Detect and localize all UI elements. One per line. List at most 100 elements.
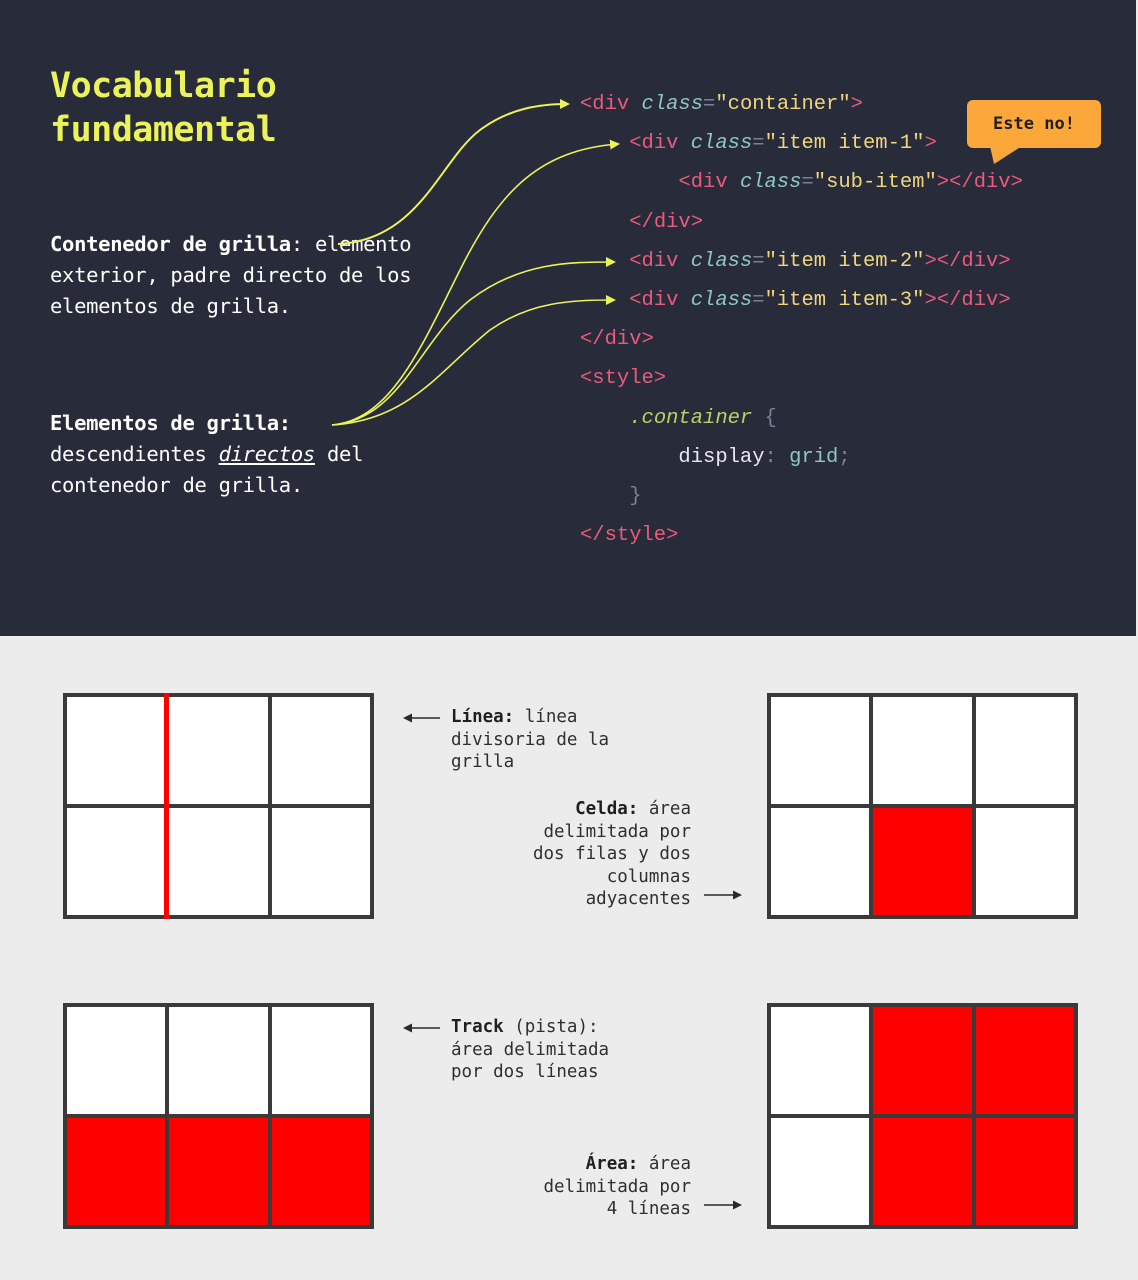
highlighted-area-cell [873, 1118, 972, 1225]
label-area-line2: delimitada por [543, 1176, 691, 1197]
label-track-paren: (pista): [503, 1017, 599, 1037]
label-celda-line2: delimitada por [543, 821, 691, 842]
code-token: "sub-item" [813, 171, 937, 195]
title-line-1: Vocabulario [50, 66, 277, 106]
code-line: </div> [580, 203, 1023, 242]
code-token: "item item-2" [764, 249, 925, 273]
arrow-left-icon [403, 713, 440, 723]
term-linea: Línea: [451, 707, 515, 727]
arrow-right-icon [704, 1200, 742, 1210]
label-area-rest: área [638, 1154, 691, 1174]
label-track-line2: área delimitada [451, 1039, 610, 1060]
code-line: .container { [580, 399, 1023, 438]
grid-cell [771, 1118, 870, 1225]
code-token: </style> [580, 524, 679, 548]
term-track: Track [451, 1017, 504, 1037]
label-celda-line3: dos filas y dos [532, 844, 691, 864]
definition-container-text: elemento exterior, padre directo de los … [50, 232, 412, 318]
code-token: class [739, 171, 802, 195]
code-token: </div> [580, 328, 654, 352]
code-token: class [690, 288, 753, 312]
code-token: display [678, 445, 765, 469]
grid-track-diagram [63, 1003, 374, 1229]
code-line: <div class="item item-2"></div> [580, 242, 1023, 281]
arrow-right-icon [704, 890, 742, 900]
code-token: <style> [580, 367, 667, 391]
grid-cell [169, 1007, 268, 1114]
arrow-left-icon [403, 1023, 440, 1033]
code-token: > [924, 132, 937, 156]
definition-items-text-before: descendientes [50, 442, 219, 466]
grid-area-diagram [767, 1003, 1078, 1229]
code-line: display: grid; [580, 438, 1023, 477]
emphasis-directos: directos [218, 442, 316, 466]
code-token: <div [629, 132, 691, 156]
code-token: } [629, 484, 642, 508]
code-token: : [764, 445, 790, 469]
definition-items: Elementos de grilla: descendientes direc… [50, 408, 430, 501]
code-token: class [690, 132, 753, 156]
code-line: <div class="container"> [580, 85, 1023, 124]
grid-cell [771, 697, 870, 804]
grid-cell [771, 808, 870, 915]
label-celda-line5: adyacentes [585, 889, 691, 909]
grid-cell [67, 808, 166, 915]
highlighted-grid-line [164, 693, 169, 919]
code-block: <div class="container"> <div class="item… [580, 85, 1023, 555]
code-token: <div [629, 249, 691, 273]
term-celda: Celda: [575, 799, 639, 819]
term-colon: : [290, 232, 303, 256]
code-token: ; [838, 445, 851, 469]
grid-cell [975, 697, 1074, 804]
code-token: { [752, 406, 777, 430]
grid-cell [873, 697, 972, 804]
arrow-item-2 [331, 257, 616, 426]
code-token: "item item-3" [764, 288, 925, 312]
grid-cell [67, 697, 166, 804]
code-token: "item item-1" [764, 132, 925, 156]
title-line-2: fundamental [50, 110, 277, 150]
label-celda: Celda: área delimitada por dos filas y d… [533, 798, 691, 911]
label-linea: Línea: línea divisoria de la grilla [451, 706, 609, 774]
grid-line-diagram [63, 693, 374, 919]
term-items: Elementos de grilla: [50, 411, 291, 435]
grid-cell [67, 1007, 166, 1114]
grid-cell [271, 697, 370, 804]
code-token: class [690, 249, 753, 273]
code-line: <div class="item item-1"> [580, 124, 1023, 163]
code-token: > [850, 93, 863, 116]
highlighted-cell [873, 808, 972, 915]
grid-cell [771, 1007, 870, 1114]
label-area: Área: área delimitada por 4 líneas [543, 1153, 691, 1221]
code-token: = [752, 288, 765, 312]
code-token: = [752, 249, 765, 273]
grid-cell [975, 808, 1074, 915]
highlighted-area-cell [873, 1007, 972, 1114]
term-area: Área: [585, 1154, 639, 1174]
definition-container: Contenedor de grilla: elemento exterior,… [50, 229, 430, 322]
grid-cell [271, 808, 370, 915]
term-container: Contenedor de grilla [50, 232, 291, 256]
code-token: class [641, 93, 704, 116]
code-token: ></div> [924, 249, 1011, 273]
code-token: = [752, 132, 765, 156]
highlighted-area-cell [975, 1118, 1074, 1225]
code-line: </style> [580, 516, 1023, 555]
label-track: Track (pista): área delimitada por dos l… [451, 1016, 609, 1084]
label-track-line3: por dos líneas [451, 1062, 599, 1082]
grid-cell [169, 808, 268, 915]
grid-cell [271, 1007, 370, 1114]
code-token: grid [789, 445, 839, 469]
code-token: <div [629, 288, 691, 312]
label-linea-line2: divisoria de la [451, 729, 610, 750]
speech-bubble: Este no! [967, 100, 1101, 148]
highlighted-track-cell [67, 1118, 166, 1225]
label-celda-line4: columnas [606, 866, 691, 887]
code-token: ></div> [936, 171, 1023, 195]
highlighted-area-cell [975, 1007, 1074, 1114]
code-line: <div class="item item-3"></div> [580, 281, 1023, 320]
highlighted-track-cell [169, 1118, 268, 1225]
label-linea-line3: grilla [451, 752, 515, 772]
code-token: <div [580, 93, 642, 116]
code-token: ></div> [924, 288, 1011, 312]
